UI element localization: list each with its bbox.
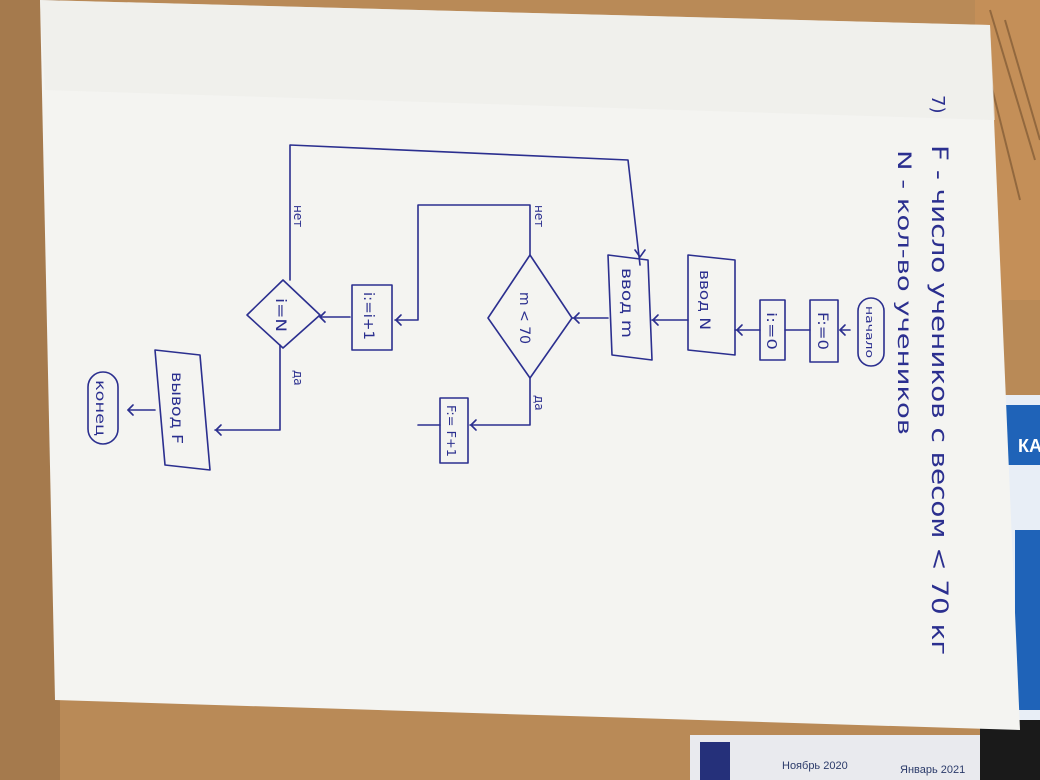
f-inc-label: F:= F+1 — [444, 405, 458, 457]
flow-lines — [127, 144, 851, 436]
calendar-label-left: Ноябрь 2020 — [782, 760, 848, 772]
input-n-label: ввод N — [696, 270, 712, 330]
booklet-stripe — [1005, 405, 1040, 465]
label-yes-i: да — [291, 370, 305, 386]
end-label: конец — [92, 380, 107, 436]
f-inc-box: F:= F+1 — [439, 397, 469, 464]
label-no-i: нет — [291, 205, 305, 227]
start-terminal: начало — [857, 297, 885, 367]
label-yes-m: да — [532, 395, 546, 411]
label-no-m: нет — [532, 205, 546, 227]
task-number: 7) — [927, 95, 948, 113]
input-n-box: ввод N — [687, 254, 736, 356]
f-init-label: F:=0 — [814, 312, 830, 350]
i-inc-label: i:=i+1 — [360, 292, 376, 340]
paper-shade — [40, 0, 995, 120]
calendar-label-right: Январь 2021 — [900, 764, 966, 776]
condition-i-label: i=N — [272, 298, 288, 332]
description-line-1: F - число учеников с весом < 70 кг — [926, 145, 951, 655]
calendar-strip — [700, 742, 730, 780]
i-inc-box: i:=i+1 — [351, 284, 393, 351]
i-init-label: i:=0 — [763, 312, 778, 350]
booklet-stripe-2 — [1015, 530, 1040, 710]
booklet-text: КА — [1018, 436, 1040, 456]
input-m-box: ввод m — [607, 254, 653, 361]
end-terminal: конец — [87, 371, 119, 445]
paper-sheet — [40, 0, 1020, 730]
input-m-label: ввод m — [618, 268, 636, 338]
i-init-box: i:=0 — [759, 299, 786, 361]
description-line-2: N - кол-во учеников — [893, 150, 915, 435]
output-f-box: вывод F — [154, 349, 211, 471]
f-init-box: F:=0 — [809, 299, 839, 363]
condition-i-diamond: i=N — [246, 279, 321, 349]
output-f-label: вывод F — [168, 372, 186, 444]
condition-m-diamond: m < 70 — [487, 254, 573, 379]
dark-corner — [980, 720, 1040, 780]
condition-m-label: m < 70 — [516, 292, 532, 344]
start-label: начало — [863, 306, 876, 358]
